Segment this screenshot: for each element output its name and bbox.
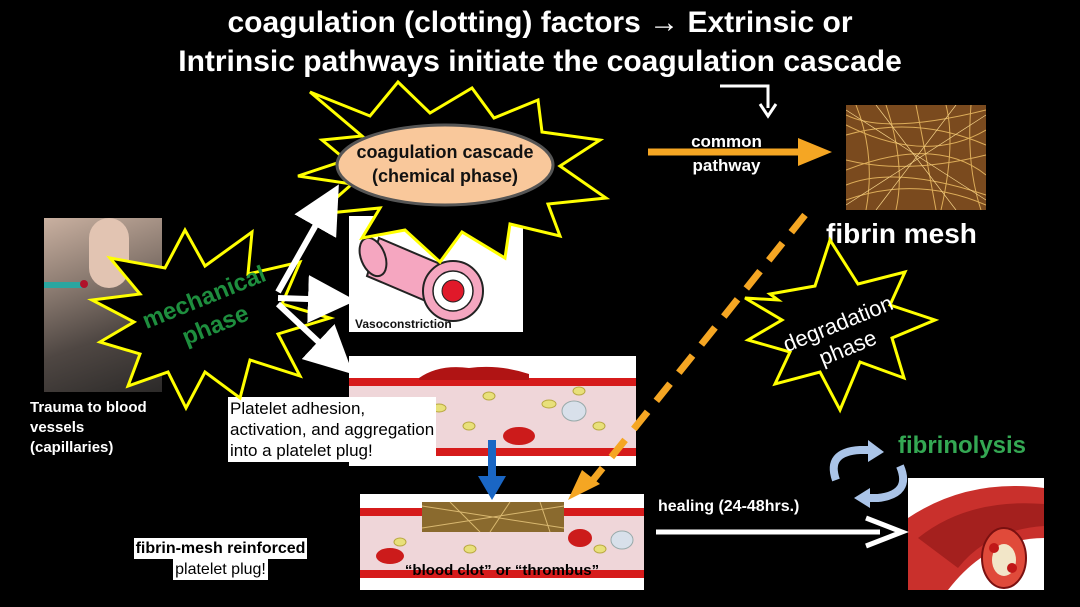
common-pathway-line-1: common (691, 132, 762, 151)
healing-arrow-head (865, 515, 909, 549)
blue-down-arrow-head (478, 476, 506, 500)
arrow-to-platelet (275, 301, 354, 375)
trauma-label-line-2: vessels (30, 419, 85, 436)
cycle-arrow-top-head (868, 440, 884, 462)
trauma-label: Trauma to blood vessels (capillaries) (30, 398, 147, 458)
blood-clot-image: “blood clot” or “thrombus” (360, 494, 644, 590)
platelet-caption: Platelet adhesion, activation, and aggre… (228, 397, 437, 462)
trauma-label-line-1: Trauma to blood (30, 399, 147, 416)
cycle-arrow-top (829, 446, 872, 482)
platelet-caption-line-1: Platelet adhesion, (230, 399, 366, 418)
title-line-2: Intrinsic pathways initiate the coagulat… (178, 45, 902, 78)
dashed-fibrin-arrow (582, 212, 808, 493)
clot-caption: “blood clot” or “thrombus” (404, 562, 600, 579)
cascade-ellipse (335, 123, 555, 207)
arrow-to-cascade (275, 184, 339, 294)
cascade-label-line-2: (chemical phase) (371, 166, 519, 186)
title-bent-arrow-head (758, 103, 778, 119)
cascade-label-line-1: coagulation cascade (356, 142, 534, 162)
fibrin-mesh-image (846, 105, 986, 210)
trauma-label-line-3: (capillaries) (30, 439, 114, 456)
common-pathway-label: common pathway (664, 130, 789, 178)
fibrin-mesh-label: fibrin mesh (826, 218, 977, 249)
reinforced-caption: fibrin-mesh reinforced platelet plug! (106, 538, 335, 580)
dashed-fibrin-arrow-head (568, 470, 600, 500)
common-pathway-line-2: pathway (692, 156, 761, 175)
reinforced-caption-line-1: fibrin-mesh reinforced (133, 538, 308, 559)
cascade-label: coagulation cascade (chemical phase) (337, 140, 553, 188)
arrow-to-vasoconstriction (277, 275, 356, 323)
cycle-arrow-bottom (866, 464, 908, 502)
reinforced-caption-line-2: platelet plug! (173, 559, 268, 580)
platelet-caption-line-2: activation, and aggregation (230, 420, 435, 439)
healing-label: healing (24-48hrs.) (658, 498, 800, 515)
fibrinolysis-label: fibrinolysis (898, 432, 1027, 459)
platelet-caption-line-3: into a platelet plug! (230, 441, 373, 460)
title-line-1: coagulation (clotting) factors → Extrins… (227, 6, 853, 39)
title-bent-arrow (720, 84, 770, 108)
mechanical-star-burst (87, 226, 336, 412)
vasoconstriction-label: Vasoconstriction (355, 317, 452, 331)
degradation-star-burst (744, 236, 940, 414)
cycle-arrow-bottom-head (854, 488, 870, 508)
artery-image (908, 478, 1044, 590)
common-pathway-arrow-head (798, 138, 832, 166)
